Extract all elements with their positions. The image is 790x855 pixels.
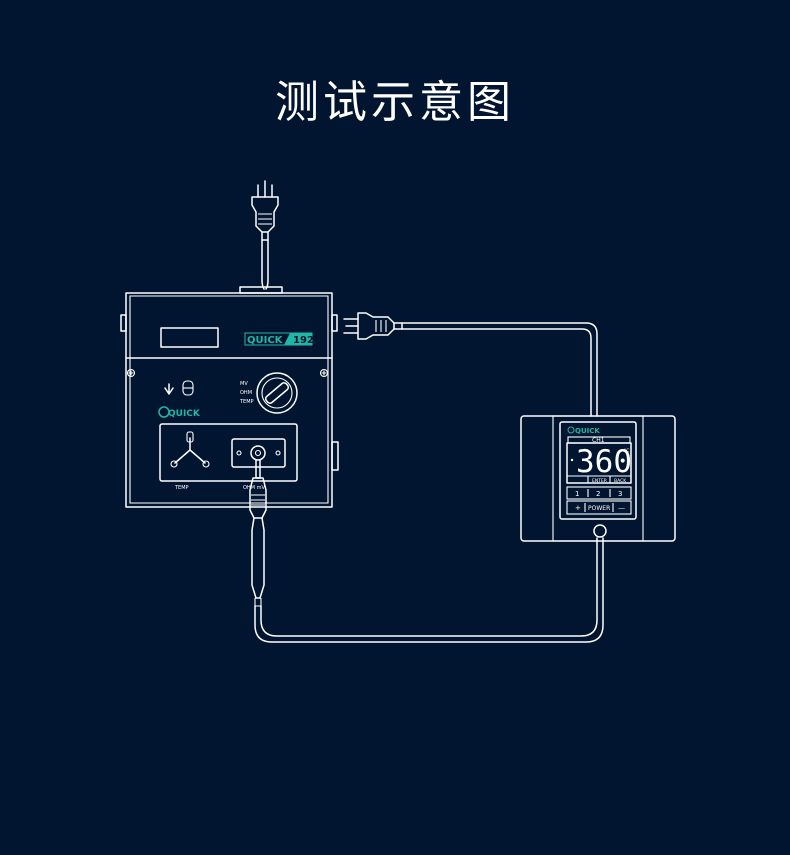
tester-power-button[interactable]: POWER <box>588 505 610 512</box>
probe-cable <box>254 537 604 643</box>
page-title: 测试示意图 <box>275 77 515 128</box>
screw-icon <box>126 368 329 378</box>
top-power-plug-icon <box>251 180 279 241</box>
down-arrow-icon <box>164 383 174 395</box>
temperature-tester: QUICK CH1 360 °C ENTER BACK 1 2 3 + POWE… <box>520 415 676 542</box>
probe-cable-inner <box>260 537 598 637</box>
tester-enter-label: ENTER <box>592 478 607 484</box>
tester-back-label: BACK <box>614 478 627 484</box>
ohm-mv-connector <box>231 438 286 468</box>
station-brand-text: QUICK <box>247 335 284 346</box>
side-cable <box>401 322 598 417</box>
tester-unit: °C <box>624 448 629 454</box>
tester-key-3[interactable]: 3 <box>618 490 622 498</box>
station-face-brand: QUICK <box>158 406 201 419</box>
station-display <box>160 327 219 348</box>
station-handle <box>239 286 283 294</box>
knob-label-temp: TEMP <box>239 399 254 405</box>
port-label-temp: TEMP <box>174 485 189 491</box>
port-label-ohm-mv: OHM mV <box>243 485 265 491</box>
side-power-plug-icon <box>343 312 403 340</box>
tester-channel: CH1 <box>592 437 605 444</box>
lock-icon <box>182 380 194 396</box>
top-cable <box>261 239 269 290</box>
tester-brand-text: QUICK <box>575 427 600 435</box>
thermocouple-probe <box>249 459 267 607</box>
station-model-text: 192 <box>293 335 314 346</box>
mode-selector-knob[interactable] <box>256 372 298 414</box>
temp-port-panel <box>159 423 298 482</box>
tester-key-1[interactable]: 1 <box>575 490 579 498</box>
tester-minus-button[interactable]: — <box>618 504 625 512</box>
tester-bottom-connector <box>593 524 607 538</box>
knob-label-mv: MV <box>240 381 248 387</box>
tester-reading: 360 <box>576 444 632 480</box>
knob-label-ohm: OHM <box>240 390 252 396</box>
power-switch[interactable] <box>331 441 339 471</box>
station-face-brand-text: QUICK <box>168 409 201 419</box>
tester-plus-button[interactable]: + <box>575 504 581 512</box>
soldering-station: QUICK 192 QUICK MV OHM TEMP <box>120 286 339 508</box>
tester-key-2[interactable]: 2 <box>596 490 600 498</box>
station-brand-badge: QUICK 192 <box>244 332 314 346</box>
tester-screen <box>566 442 632 484</box>
